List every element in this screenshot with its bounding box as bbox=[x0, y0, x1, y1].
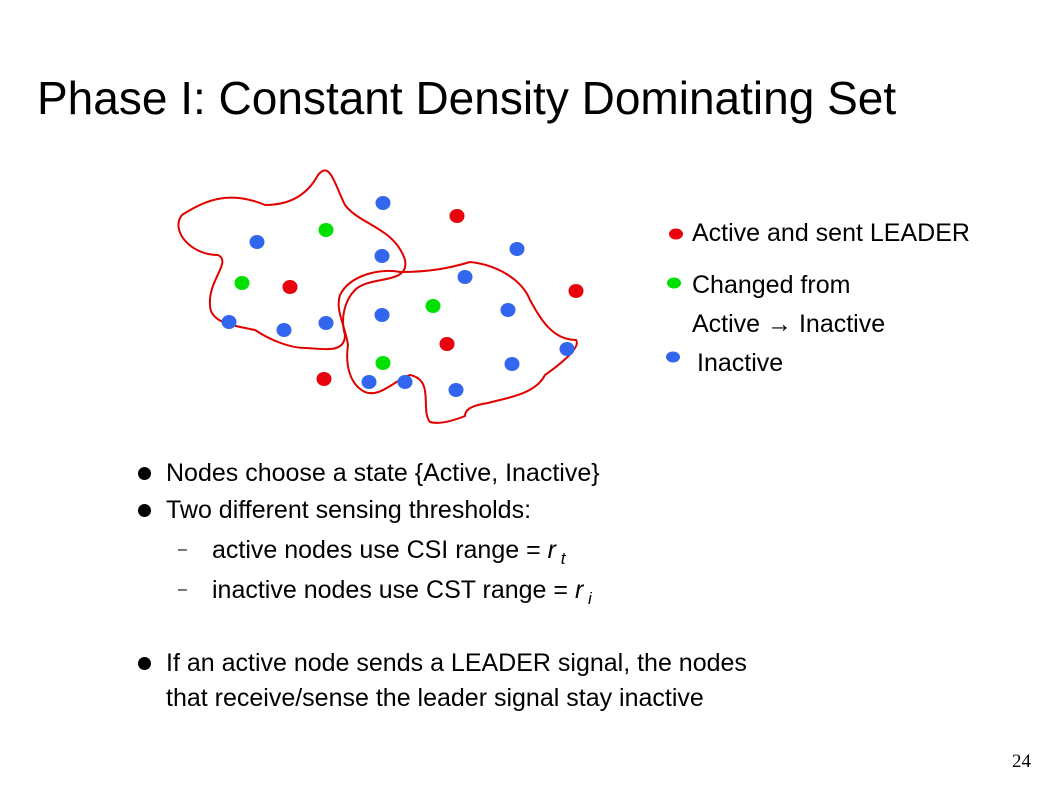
inactive-node bbox=[249, 235, 265, 249]
inactive-node bbox=[457, 270, 473, 284]
range-sub-i: i bbox=[588, 589, 592, 608]
sub-bullet-active-range: active nodes use CSI range = r t bbox=[212, 535, 565, 574]
slide-title: Phase I: Constant Density Dominating Set bbox=[37, 72, 897, 124]
range-var-r: r bbox=[547, 536, 556, 564]
leader-region-right bbox=[337, 260, 578, 424]
legend-inactive-marker bbox=[666, 351, 680, 363]
nodes bbox=[221, 196, 584, 397]
active-leader-node bbox=[316, 372, 332, 386]
range-variable: r t bbox=[547, 536, 566, 568]
bullet-marker bbox=[138, 467, 151, 480]
bullet-marker bbox=[138, 504, 151, 517]
legend-label-inactive: Inactive bbox=[697, 349, 784, 377]
inactive-node bbox=[221, 315, 237, 329]
active-leader-node bbox=[282, 280, 298, 294]
inactive-node bbox=[361, 375, 377, 389]
range-sub-t: t bbox=[560, 549, 566, 568]
active-leader-node bbox=[449, 209, 465, 223]
inactive-node bbox=[448, 383, 464, 397]
changed-node bbox=[318, 223, 334, 237]
inactive-node bbox=[276, 323, 292, 337]
legend-active-marker bbox=[669, 228, 683, 240]
range-variable: r i bbox=[574, 576, 592, 608]
range-var-r: r bbox=[574, 576, 584, 604]
bullet-states: Nodes choose a state {Active, Inactive} bbox=[166, 459, 600, 487]
legend-changed-marker bbox=[667, 277, 681, 289]
bullet-marker bbox=[138, 657, 151, 670]
changed-node bbox=[425, 299, 441, 313]
inactive-node bbox=[397, 375, 413, 389]
active-leader-node bbox=[568, 284, 584, 298]
inactive-node bbox=[374, 308, 390, 322]
page-number: 24 bbox=[1012, 751, 1031, 772]
sub-bullet-inactive-text: inactive nodes use CST range = bbox=[212, 576, 575, 604]
sub-bullet-marker: – bbox=[178, 541, 187, 558]
changed-node bbox=[234, 276, 250, 290]
legend-label-changed-line1: Changed from bbox=[692, 271, 851, 299]
bullet-leader-line2: that receive/sense the leader signal sta… bbox=[166, 684, 704, 712]
leader-region-left bbox=[177, 169, 407, 351]
active-leader-node bbox=[439, 337, 455, 351]
inactive-node bbox=[559, 342, 575, 356]
sub-bullet-marker: – bbox=[178, 581, 187, 598]
inactive-node bbox=[504, 357, 520, 371]
sub-bullet-active-text: active nodes use CSI range = bbox=[212, 536, 548, 564]
legend-markers bbox=[666, 228, 683, 363]
inactive-node bbox=[318, 316, 334, 330]
bullet-thresholds: Two different sensing thresholds: bbox=[166, 496, 532, 524]
inactive-node bbox=[375, 196, 391, 210]
legend-label-changed-line2: Active → Inactive bbox=[692, 310, 886, 338]
bullet-leader-line1: If an active node sends a LEADER signal,… bbox=[166, 649, 747, 677]
inactive-node bbox=[374, 249, 390, 263]
inactive-node bbox=[500, 303, 516, 317]
sub-bullet-inactive-range: inactive nodes use CST range = r i bbox=[212, 575, 592, 614]
legend-label-active: Active and sent LEADER bbox=[692, 219, 970, 247]
inactive-node bbox=[509, 242, 525, 256]
changed-node bbox=[375, 356, 391, 370]
